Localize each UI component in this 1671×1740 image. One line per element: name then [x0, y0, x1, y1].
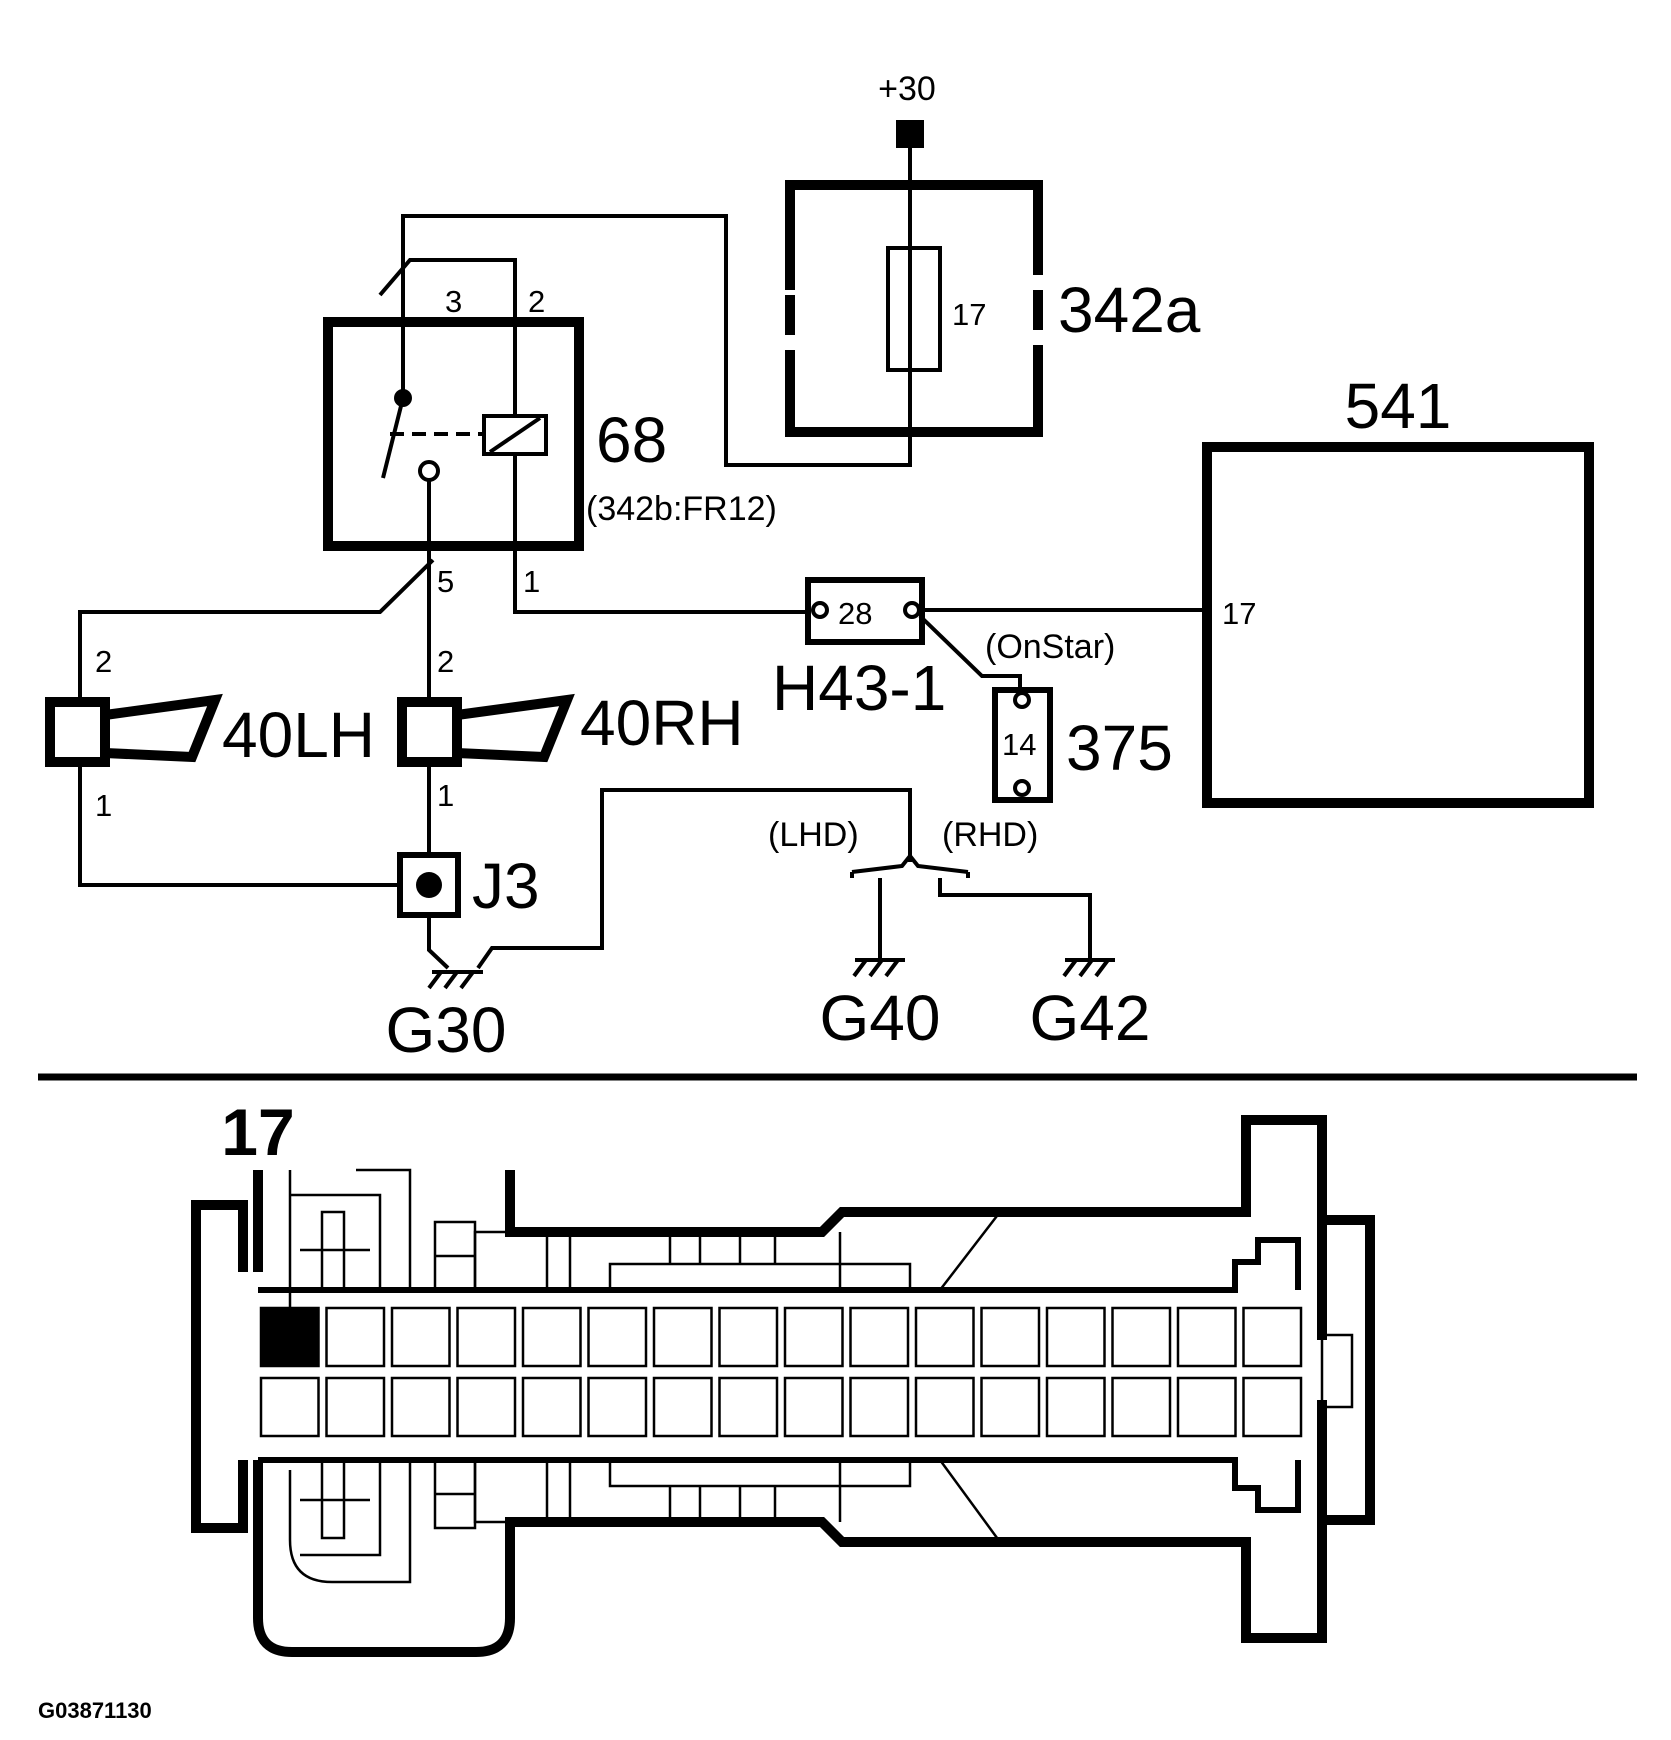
connector-cavity	[718, 1376, 779, 1438]
connector-cavity-grid	[259, 1306, 1303, 1438]
horn-left-label: 40LH	[222, 699, 375, 771]
relay-pin-1: 1	[523, 564, 540, 599]
connector-cavity	[521, 1306, 582, 1368]
splice-label: J3	[472, 850, 540, 922]
connector-cavity	[1176, 1306, 1237, 1368]
connector-cavity	[783, 1376, 844, 1438]
fusebox-342a	[785, 180, 1043, 437]
connector-cavity	[587, 1376, 648, 1438]
connector-cavity	[325, 1376, 386, 1438]
connector-cavity	[718, 1306, 779, 1368]
connector-pin-callout: 17	[221, 1095, 294, 1169]
connector-cavity	[390, 1306, 451, 1368]
connector-cavity	[259, 1376, 320, 1438]
connector-cavity	[1242, 1376, 1303, 1438]
ground-g42-label: G42	[1030, 982, 1151, 1054]
connector-pin-28: 28	[838, 596, 872, 631]
connector-cavity	[390, 1376, 451, 1438]
connector-cavity	[652, 1306, 713, 1368]
connector-cavity	[1242, 1306, 1303, 1368]
connector-cavity	[1045, 1306, 1106, 1368]
cavity-highlighted	[259, 1306, 320, 1368]
relay-switch-contact	[418, 460, 440, 482]
horn-right-pin-2: 2	[437, 644, 454, 679]
onstar-note: (OnStar)	[985, 628, 1115, 666]
connector-cavity	[980, 1306, 1041, 1368]
horn-left-pin-2: 2	[95, 644, 112, 679]
connector-cavity	[914, 1376, 975, 1438]
connector-cavity	[849, 1306, 910, 1368]
rhd-note: (RHD)	[942, 816, 1038, 854]
ground-g30-label: G30	[386, 994, 507, 1066]
relay-pin-2: 2	[528, 284, 545, 319]
connector-cavity	[1111, 1306, 1172, 1368]
connector-cavity	[521, 1376, 582, 1438]
horn-right-label: 40RH	[580, 687, 744, 759]
connector-cavity	[652, 1376, 713, 1438]
connector-cavity	[456, 1376, 517, 1438]
ground-g40-label: G40	[820, 982, 941, 1054]
connector-cavity	[783, 1306, 844, 1368]
connector-cavity	[325, 1306, 386, 1368]
relay-68	[323, 317, 584, 551]
ground-g40	[852, 958, 905, 978]
module-pin-17: 17	[1222, 596, 1256, 631]
relay-pin-5: 5	[437, 564, 454, 599]
module-541	[1202, 442, 1594, 808]
horn-left-pin-1: 1	[95, 788, 112, 823]
horn-right-pin-1: 1	[437, 778, 454, 813]
onstar-label: 375	[1066, 712, 1173, 784]
horn-40rh	[397, 693, 575, 767]
onstar-375	[992, 687, 1053, 803]
ground-g42	[1062, 958, 1115, 978]
connector-cavity	[587, 1306, 648, 1368]
connector-cavity	[1176, 1376, 1237, 1438]
connector-face-view	[191, 1115, 1375, 1657]
connector-cavity	[1045, 1376, 1106, 1438]
lhd-note: (LHD)	[768, 816, 859, 854]
fuse-number-label: 17	[952, 297, 986, 332]
onstar-pin-14: 14	[1002, 727, 1036, 762]
supply-terminal	[896, 120, 924, 148]
connector-cavity	[1111, 1376, 1172, 1438]
module-label: 541	[1345, 370, 1452, 442]
fuse-17	[886, 246, 942, 372]
connector-cavity	[914, 1306, 975, 1368]
connector-cavity	[456, 1306, 517, 1368]
connector-cavity	[980, 1376, 1041, 1438]
relay-pin-3: 3	[445, 284, 462, 319]
relay-label: 68	[596, 404, 667, 476]
ground-g30	[427, 970, 483, 990]
figure-id: G03871130	[38, 1698, 152, 1723]
relay-location-label: (342b:FR12)	[586, 490, 777, 528]
connector-label: H43-1	[772, 652, 946, 724]
horn-40lh	[45, 693, 223, 767]
connector-cavity	[849, 1376, 910, 1438]
fusebox-label: 342a	[1058, 274, 1201, 346]
supply-label: +30	[878, 70, 936, 108]
